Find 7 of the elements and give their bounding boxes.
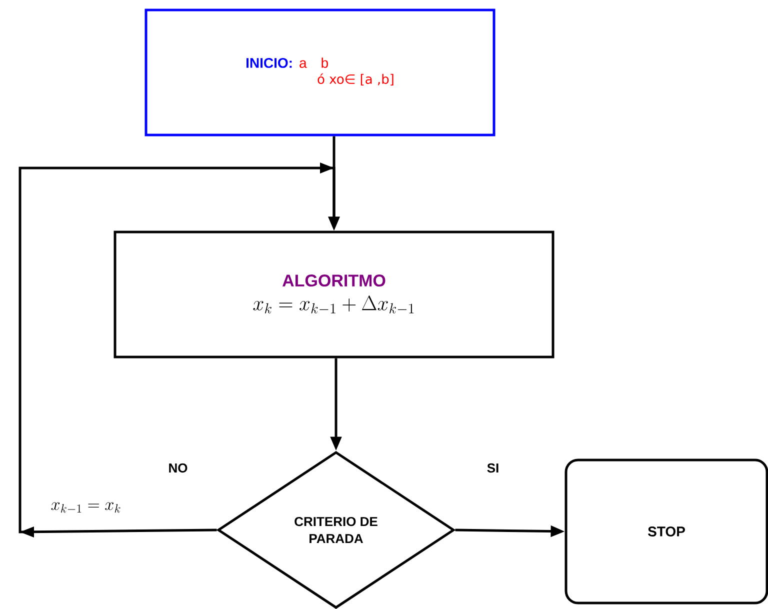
process-box: ALGORITMO $x_k = x_{k-1} + \Delta x_{k-1}$ [114,230,554,358]
loop-arrow [18,162,340,538]
edge-label: NO [167,462,189,474]
edge-label: SI [486,462,500,474]
end-box: STOP [564,458,768,604]
start-box: INICIO: a b ó xo∈ [a ,b] [144,8,496,136]
formula-label: $x_{k-1} = x_k$ [51,502,120,513]
